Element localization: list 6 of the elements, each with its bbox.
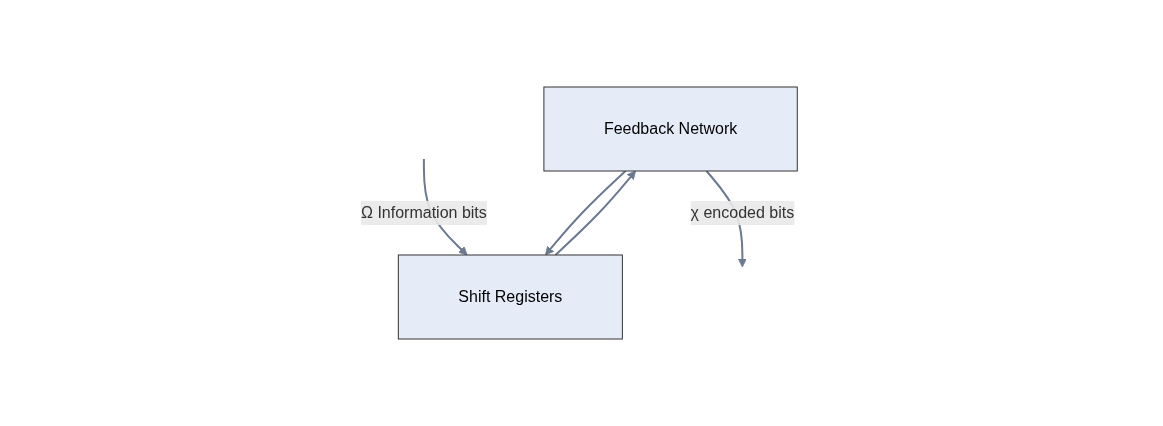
- arrow: [554, 170, 636, 256]
- node-box: Feedback Network: [543, 86, 798, 172]
- node-box: Shift Registers: [397, 254, 623, 340]
- edge-label: χ encoded bits: [690, 204, 794, 221]
- edge-label: Ω Information bits: [360, 204, 487, 221]
- arrow: [544, 170, 627, 256]
